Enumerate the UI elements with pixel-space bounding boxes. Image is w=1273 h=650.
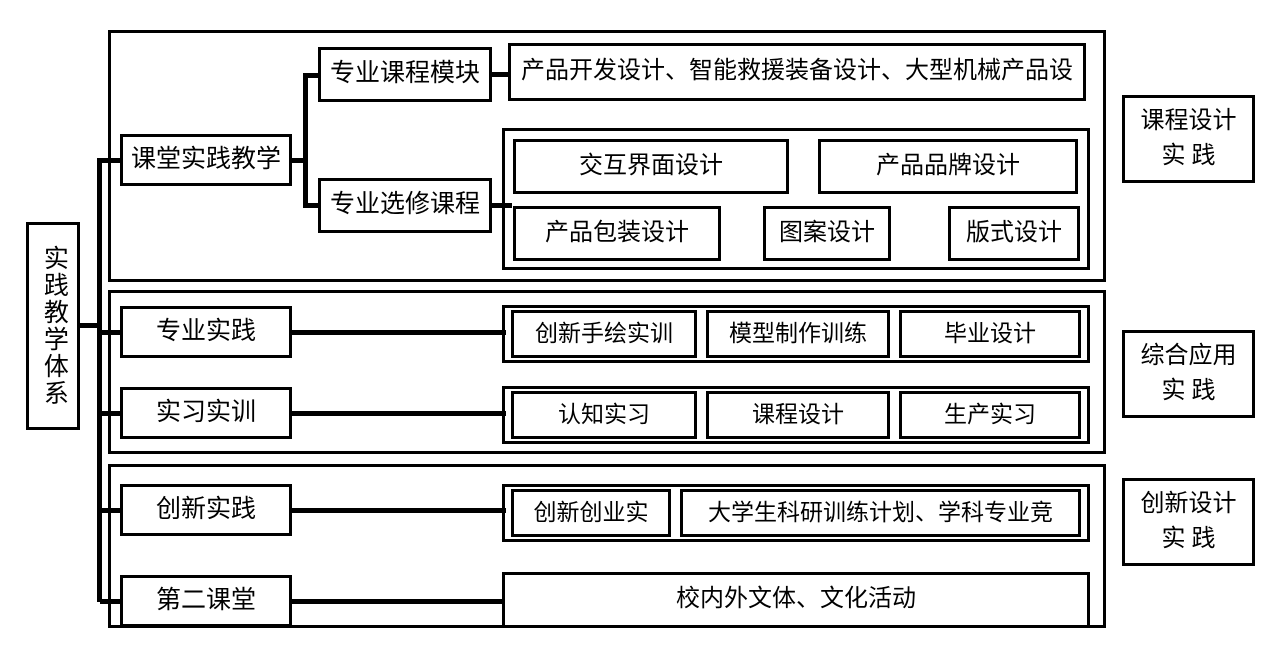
- container-major-practice-items: [502, 305, 1090, 363]
- root-to-trunk-connector: [78, 323, 100, 328]
- group-box-comprehensive-application: [108, 290, 1106, 454]
- elective-course-interaction-interface-design[interactable]: 交互界面设计: [513, 139, 789, 194]
- classroom-fork-branch-bottom: [303, 203, 323, 208]
- elective-course-product-packaging-design[interactable]: 产品包装设计: [513, 206, 721, 261]
- group-box-classroom-practice: [108, 30, 1106, 282]
- trunk-stub-innovation-practice: [100, 508, 124, 513]
- item-cognitive-internship[interactable]: 认知实习: [511, 391, 697, 439]
- item-model-making-training[interactable]: 模型制作训练: [706, 310, 890, 358]
- major-practice-connector: [290, 330, 506, 335]
- innovation-practice-connector: [290, 508, 506, 513]
- root-node-practice-teaching-system: 实践教学体系: [26, 222, 80, 430]
- elective-to-content-connector: [490, 203, 512, 208]
- node-innovation-practice[interactable]: 创新实践: [120, 484, 292, 536]
- item-production-internship[interactable]: 生产实习: [899, 391, 1081, 439]
- category-line-2: 实 践: [1161, 143, 1216, 169]
- trunk-stub-second-classroom: [100, 599, 124, 604]
- node-classroom-practice-teaching[interactable]: 课堂实践教学: [120, 134, 292, 186]
- item-innovative-hand-drawing-training[interactable]: 创新手绘实训: [511, 310, 697, 358]
- classroom-fork-horizontal-stub: [290, 158, 308, 163]
- category-line-1: 创新设计: [1140, 491, 1237, 518]
- item-campus-cultural-activities[interactable]: 校内外文体、文化活动: [502, 572, 1090, 628]
- internship-training-connector: [290, 411, 506, 416]
- node-second-classroom[interactable]: 第二课堂: [120, 575, 292, 627]
- node-major-practice[interactable]: 专业实践: [120, 306, 292, 358]
- container-internship-training-items: [502, 386, 1090, 444]
- elective-course-product-brand-design[interactable]: 产品品牌设计: [818, 139, 1078, 194]
- trunk-stub-internship-training: [100, 411, 124, 416]
- node-major-elective-course[interactable]: 专业选修课程: [318, 178, 492, 233]
- container-major-elective-courses: [502, 128, 1090, 270]
- elective-course-layout-design[interactable]: 版式设计: [948, 206, 1080, 261]
- item-innovation-entrepreneurship-practice[interactable]: 创新创业实: [511, 489, 671, 537]
- node-major-course-module[interactable]: 专业课程模块: [318, 47, 492, 102]
- container-innovation-practice-items: [502, 484, 1090, 542]
- classroom-fork-vertical: [303, 73, 308, 208]
- elective-course-pattern-design[interactable]: 图案设计: [763, 206, 891, 261]
- classroom-fork-branch-top: [303, 73, 323, 78]
- category-box-innovation-design-practice: 创新设计 实 践: [1122, 478, 1255, 566]
- category-line-1: 综合应用: [1140, 343, 1237, 370]
- category-box-course-design-practice: 课程设计 实 践: [1122, 95, 1255, 183]
- node-internship-training[interactable]: 实习实训: [120, 387, 292, 439]
- item-student-research-training-and-competition[interactable]: 大学生科研训练计划、学科专业竞: [680, 489, 1081, 537]
- content-major-course-module-list: 产品开发设计、智能救援装备设计、大型机械产品设: [508, 43, 1086, 101]
- category-line-2: 实 践: [1161, 526, 1216, 552]
- trunk-vertical-line: [97, 158, 102, 602]
- module-to-content-connector: [490, 72, 512, 77]
- trunk-stub-major-practice: [100, 330, 124, 335]
- category-box-comprehensive-application-practice: 综合应用 实 践: [1122, 330, 1255, 418]
- category-line-1: 课程设计: [1140, 108, 1237, 135]
- trunk-stub-classroom: [100, 158, 124, 163]
- item-course-design[interactable]: 课程设计: [706, 391, 890, 439]
- second-classroom-connector: [290, 599, 506, 604]
- category-line-2: 实 践: [1161, 378, 1216, 404]
- item-graduation-design[interactable]: 毕业设计: [899, 310, 1081, 358]
